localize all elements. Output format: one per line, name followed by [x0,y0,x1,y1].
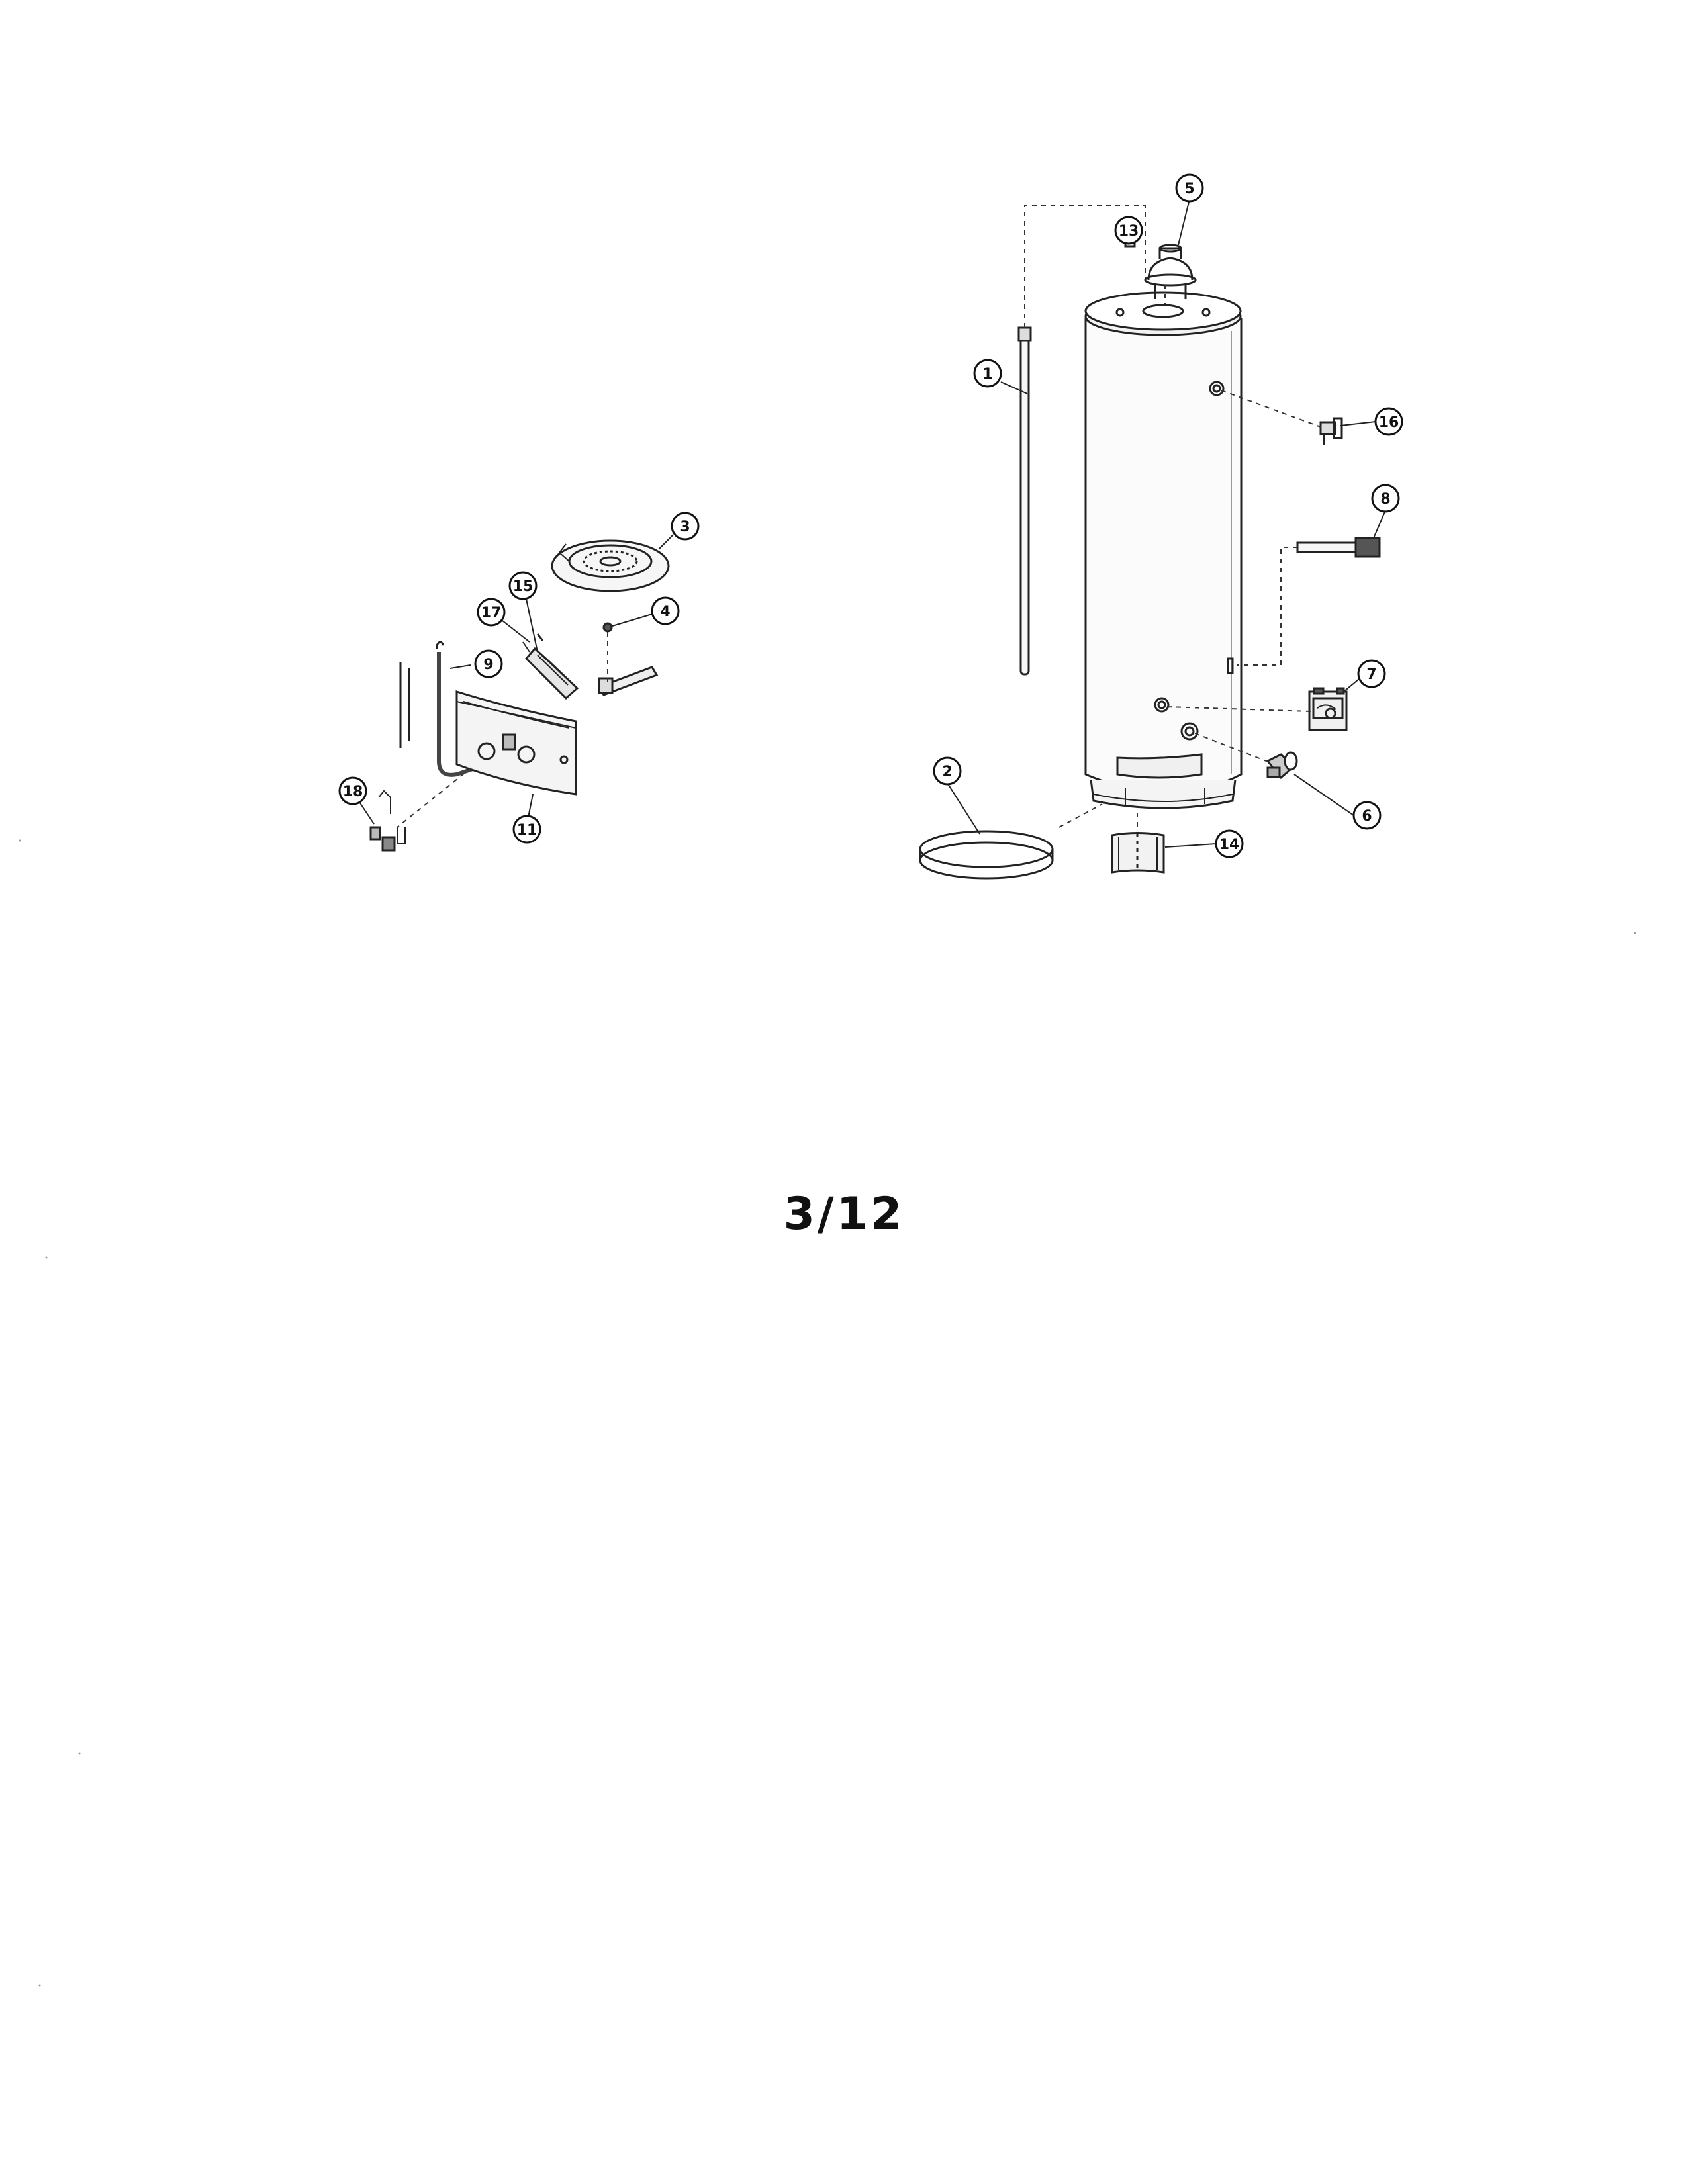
part-8-anode [1296,537,1381,558]
svg-text:6: 6 [1362,808,1372,825]
svg-text:8: 8 [1380,491,1390,508]
scan-noise [19,839,1636,1987]
callout-9: 9 [474,649,503,678]
callout-18: 18 [338,776,367,805]
callout-3: 3 [671,512,700,541]
part-2-base-ring [919,830,1054,880]
callout-2: 2 [933,756,962,786]
part-16-fitting [1319,417,1343,445]
callouts: 1 2 3 4 5 6 7 8 9 11 13 14 15 16 17 18 [338,173,1403,858]
svg-text:13: 13 [1119,223,1139,240]
svg-text:7: 7 [1366,666,1376,683]
callout-5: 5 [1175,173,1204,203]
part-5-draft-hood [1144,244,1197,299]
svg-text:16: 16 [1379,414,1399,431]
callout-6: 6 [1352,801,1382,830]
relief-valve-port [1209,381,1225,396]
svg-text:14: 14 [1219,837,1240,853]
manifold-tube [597,666,659,696]
page-number: 3/12 [783,1188,905,1240]
svg-text:18: 18 [343,784,363,800]
part-3-burner [551,539,670,592]
callout-8: 8 [1371,484,1400,513]
callout-15: 15 [508,571,538,600]
dashed-leaders [397,205,1321,831]
part-1-anode-rod [1017,326,1032,676]
thermostat-port [1154,697,1170,713]
part-14-shield [1111,832,1165,874]
svg-text:1: 1 [982,366,992,383]
svg-text:9: 9 [483,657,493,673]
callout-14: 14 [1215,829,1244,858]
callout-1: 1 [973,359,1002,388]
svg-text:15: 15 [513,578,534,595]
svg-text:5: 5 [1184,181,1194,197]
svg-text:3: 3 [680,519,690,535]
callout-16: 16 [1374,407,1403,436]
part-9-pilot-tubing [399,641,477,777]
part-4-orifice [602,622,613,633]
svg-text:11: 11 [517,822,538,839]
part-11-manifold-door [455,690,577,796]
svg-text:2: 2 [942,764,952,780]
water-heater-tank [1084,291,1243,809]
part-7-gas-control [1308,687,1348,731]
callout-13: 13 [1114,216,1143,245]
svg-text:17: 17 [481,605,502,621]
callout-4: 4 [651,596,680,625]
part-18-clip [369,790,406,852]
drain-port [1180,722,1199,741]
part-15-17-pilot-assembly [522,633,579,700]
svg-text:4: 4 [660,604,670,620]
callout-7: 7 [1357,659,1386,688]
part-6-drain-valve [1266,751,1298,780]
callout-17: 17 [477,598,506,627]
callout-11: 11 [512,815,541,844]
